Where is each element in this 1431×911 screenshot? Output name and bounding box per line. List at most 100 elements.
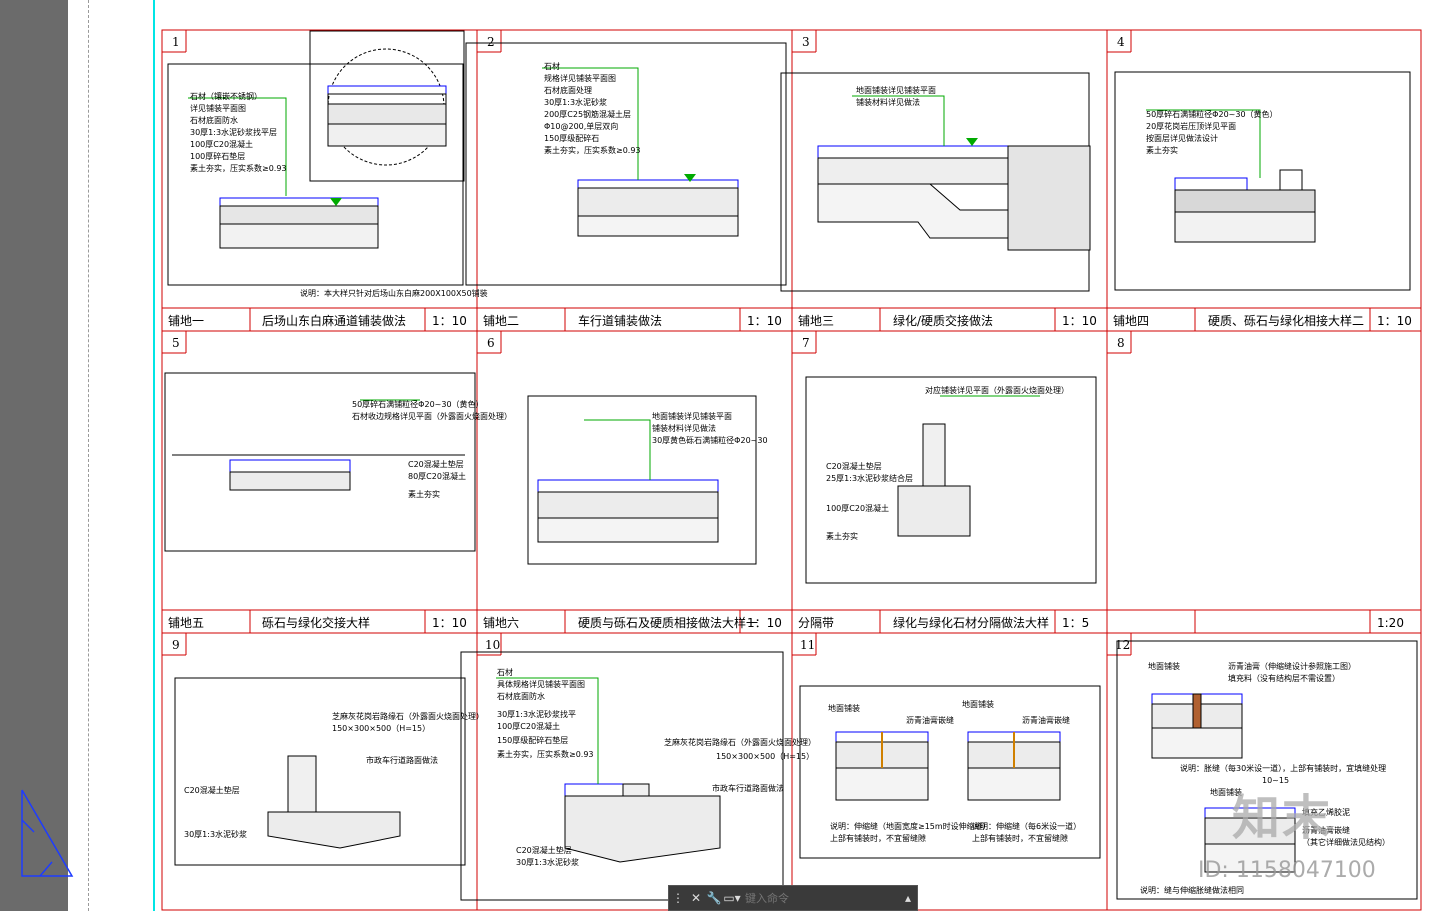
cell-scale: 1：5 [1062, 616, 1090, 630]
detail-6 [527, 395, 757, 565]
detail-9-note: C20混凝土垫层 [184, 786, 240, 795]
cell-scale: 1：10 [747, 314, 782, 328]
cell-code: 分隔带 [798, 616, 835, 630]
viewport-edge-cyan [153, 0, 155, 911]
grid-frame [161, 29, 1422, 911]
detail-11 [799, 685, 1101, 859]
cell-title: 绿化/硬质交接做法 [893, 314, 994, 328]
cell-number: 12 [1115, 638, 1131, 652]
watermark-id: ID: 1158047100 [1198, 858, 1376, 883]
detail-11-note: 沥青油膏嵌缝 [906, 716, 954, 725]
detail-12-note: 沥青油膏嵌缝 [1302, 826, 1350, 835]
detail-4 [1114, 71, 1411, 291]
detail-2-note: 规格详见铺装平面图 [544, 74, 616, 83]
cell-title: 车行道铺装做法 [578, 314, 663, 328]
left-panel-gutter [0, 0, 68, 911]
detail-12-note: 填充料（没有结构层不需设置） [1228, 674, 1340, 683]
detail-9-note: 150×300×500（H=15） [332, 724, 431, 733]
detail-10-note: 150×300×500（H=15） [716, 752, 815, 761]
detail-5-note: C20混凝土垫层 [408, 460, 464, 469]
detail-2-note: 30厚1:3水泥砂浆 [544, 98, 608, 107]
detail-4-note: 50厚碎石满铺粒径Φ20~30（黄色） [1146, 110, 1278, 119]
command-prompt-icon[interactable]: ▭▾ [723, 891, 741, 905]
detail-10-note: 30厚1:3水泥砂浆找平 [497, 710, 577, 719]
detail-11-note: 地面铺装 [962, 700, 994, 709]
cell-number: 2 [487, 35, 495, 49]
detail-7-note: 对应铺装详见平面（外露面火烧面处理） [925, 386, 1069, 395]
detail-10-note: 100厚C20混凝土 [497, 722, 561, 731]
detail-10-note: 150厚级配碎石垫层 [497, 736, 569, 745]
cell-scale: 1：10 [432, 314, 467, 328]
detail-1-note: 30厚1:3水泥砂浆找平层 [190, 128, 278, 137]
detail-12-note: 地面铺装 [1210, 788, 1242, 797]
detail-1-note: 100厚C20混凝土 [190, 140, 254, 149]
detail-5-note: 石材收边规格详见平面（外露面火烧面处理） [352, 412, 512, 421]
detail-3-note: 地面铺装详见铺装平面 [856, 86, 936, 95]
detail-7 [805, 376, 1097, 584]
detail-10 [460, 651, 784, 901]
detail-10-note: 素土夯实，压实系数≥0.93 [497, 750, 594, 759]
cell-title: 砾石与绿化交接大样 [262, 616, 371, 630]
detail-1-footnote: 说明：本大样只针对后场山东白麻200X100X50铺装 [300, 289, 488, 298]
detail-7-note: C20混凝土垫层 [826, 462, 882, 471]
cell-number: 1 [172, 35, 180, 49]
chevron-up-icon[interactable]: ▴ [904, 891, 912, 905]
detail-12-note: 沥青油膏（伸缩缝设计参照施工图） [1228, 662, 1356, 671]
detail-12 [1116, 640, 1418, 900]
cell-scale: 1：10 [432, 616, 467, 630]
detail-11-note: 说明：伸缩缝（地面宽度≥15m时设伸缩缝） [830, 822, 991, 831]
detail-2-note: Φ10@200,单层双向 [544, 122, 619, 131]
cell-scale: 1:20 [1377, 616, 1404, 630]
detail-12-note: 地面铺装 [1148, 662, 1180, 671]
cell-number: 9 [172, 638, 180, 652]
cell-title: 绿化与绿化石材分隔做法大样 [893, 616, 1050, 630]
detail-12-note: 说明：缝与伸缩胀缝做法相同 [1140, 886, 1244, 895]
cell-code: 铺地二 [483, 314, 520, 328]
detail-1-note: 素土夯实，压实系数≥0.93 [190, 164, 287, 173]
detail-12-note: 说明：胀缝（每30米设一道），上部有铺装时，宜填缝处理 [1180, 764, 1387, 773]
detail-2-note: 石材 [544, 62, 560, 71]
detail-5-note: 80厚C20混凝土 [408, 472, 466, 481]
cell-number: 11 [800, 638, 816, 652]
detail-1 [167, 30, 465, 286]
detail-7-note: 100厚C20混凝土 [826, 504, 890, 513]
grip-handle-icon[interactable]: ⋮ [672, 891, 684, 905]
cell-code: 铺地六 [483, 616, 520, 630]
cell-title: 硬质、砾石与绿化相接大样二 [1208, 314, 1365, 328]
cell-scale: 1：10 [747, 616, 782, 630]
cell-number: 7 [802, 336, 810, 350]
close-icon[interactable]: ✕ [690, 891, 702, 905]
detail-4-note: 按面层详见做法设计 [1146, 134, 1218, 143]
detail-9-note: 芝麻灰花岗岩路缘石（外露面火烧面处理） [332, 712, 484, 721]
detail-10-note: C20混凝土垫层 [516, 846, 572, 855]
detail-9 [174, 677, 466, 866]
viewport-edge-dashed [88, 0, 89, 911]
detail-7-note: 素土夯实 [826, 532, 858, 541]
detail-6-note: 铺装材料详见做法 [652, 424, 716, 433]
detail-10-note: 石材底面防水 [497, 692, 545, 701]
detail-1-note: 详见铺装平面图 [190, 104, 246, 113]
command-line-bar: ⋮ ✕ 🔧 ▭▾ ▴ [668, 885, 918, 911]
detail-2-note: 素土夯实，压实系数≥0.93 [544, 146, 641, 155]
detail-11-note: 说明：伸缩缝（每6米设一道） [972, 822, 1082, 831]
detail-12-note: 填充乙烯胶泥 [1302, 808, 1350, 817]
cell-number: 8 [1117, 336, 1125, 350]
ucs-triangle-icon [21, 789, 74, 877]
cell-scale: 1：10 [1377, 314, 1412, 328]
detail-3-note: 铺装材料详见做法 [856, 98, 920, 107]
cell-number: 6 [487, 336, 495, 350]
detail-2-note: 150厚级配碎石 [544, 134, 600, 143]
cell-number: 10 [485, 638, 501, 652]
cell-code: 铺地一 [168, 314, 205, 328]
detail-12-note: （其它详细做法见结构） [1302, 838, 1390, 847]
wrench-icon[interactable]: 🔧 [706, 891, 722, 905]
detail-10-note: 市政车行道路面做法 [712, 784, 784, 793]
watermark-logo: 知末 [1232, 790, 1333, 846]
detail-4-note: 20厚花岗岩压顶详见平面 [1146, 122, 1237, 131]
cell-number: 3 [802, 35, 810, 49]
command-input[interactable] [741, 888, 899, 908]
cell-code: 铺地五 [168, 616, 205, 630]
detail-11-note: 上部有铺装时，不宜留缝隙 [830, 834, 926, 843]
detail-10-note: 石材 [497, 668, 513, 677]
